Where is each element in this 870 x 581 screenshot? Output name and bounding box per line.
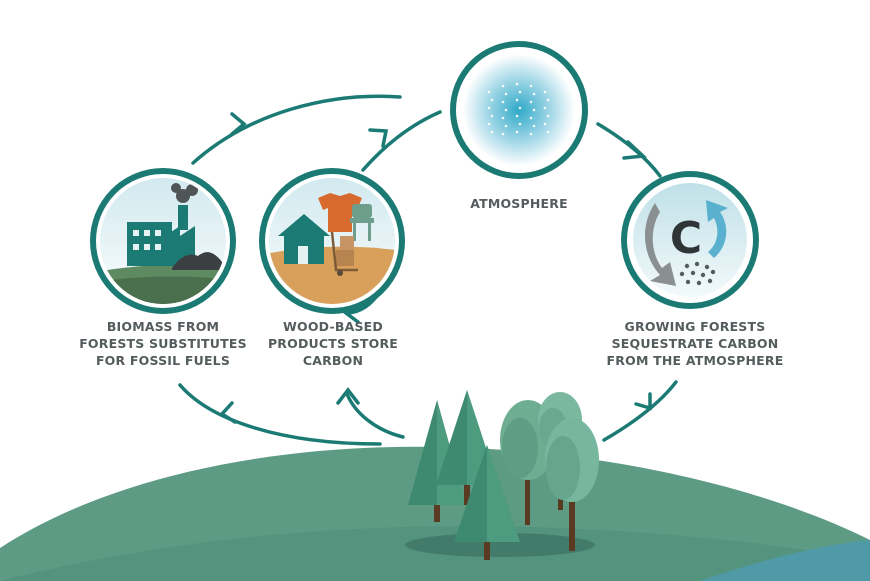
growing-forests-line-1: GROWING FORESTS: [624, 319, 766, 334]
atmosphere-label-text: ATMOSPHERE: [470, 196, 568, 211]
biomass-line-1: BIOMASS FROM: [106, 319, 220, 334]
atmosphere-label: ATMOSPHERE: [470, 195, 568, 212]
wood-products-line-3: CARBON: [302, 353, 364, 368]
arrowhead-biomass-up: [230, 112, 247, 136]
atmosphere-icon: [463, 54, 575, 166]
arrow-trees-to-biomass: [178, 383, 382, 446]
wood-products-line-1: WOOD-BASED: [283, 319, 383, 334]
arrow-wood-to-atmosphere: [361, 110, 442, 172]
boxes-dolly-icon: [330, 231, 358, 276]
tree-cluster: [408, 390, 599, 560]
arrow-biomass-to-atmosphere: [191, 94, 402, 165]
down-arrow-icon: [644, 203, 676, 286]
arrowhead-wood-up: [368, 128, 389, 148]
biomass-factory-icon: [100, 178, 226, 304]
wood-products-label: WOOD-BASED PRODUCTS STORE CARBON: [268, 318, 398, 369]
carbon-symbol: C: [670, 213, 702, 264]
atmosphere-node: [450, 41, 588, 179]
arrow-forest-to-trees: [602, 380, 678, 442]
cycle-arrows: [178, 94, 678, 446]
biomass-line-3: FOR FOSSIL FUELS: [95, 353, 231, 368]
tree-shadow: [405, 533, 595, 557]
arrow-trees-to-wood: [345, 392, 405, 439]
carbon-sequestration-node: C: [621, 171, 759, 309]
arrowhead-trees-biomass: [219, 401, 237, 424]
hill-shadow: [0, 525, 870, 581]
arrowhead-atmosphere-down: [622, 140, 647, 160]
growing-forests-line-3: FROM THE ATMOSPHERE: [606, 353, 784, 368]
growing-forests-label: GROWING FORESTS SEQUESTRATE CARBON FROM …: [607, 318, 784, 369]
smoke-icon: [171, 183, 198, 203]
chair-icon: [350, 204, 374, 241]
carbon-particles-icon: [679, 261, 716, 286]
biomass-node: [90, 168, 236, 314]
broadleaf-tree: [545, 418, 599, 551]
wood-products-line-2: PRODUCTS STORE: [267, 336, 399, 351]
conifer-tree: [454, 445, 520, 560]
water: [700, 540, 870, 581]
wood-products-node: [259, 168, 405, 314]
growing-forests-line-2: SEQUESTRATE CARBON: [611, 336, 779, 351]
arrowhead-trees-wood: [336, 387, 360, 405]
up-arrow-icon: [706, 200, 728, 258]
biomass-line-2: FORESTS SUBSTITUTES: [79, 336, 247, 351]
biomass-label: BIOMASS FROM FORESTS SUBSTITUTES FOR FOS…: [79, 318, 247, 369]
arrow-atmosphere-to-forest: [596, 122, 662, 178]
air-dots-icon: [487, 82, 550, 136]
biomass-pile-icon: [172, 252, 222, 270]
house-icon: [278, 214, 330, 264]
arrowhead-forest-down: [634, 392, 652, 411]
